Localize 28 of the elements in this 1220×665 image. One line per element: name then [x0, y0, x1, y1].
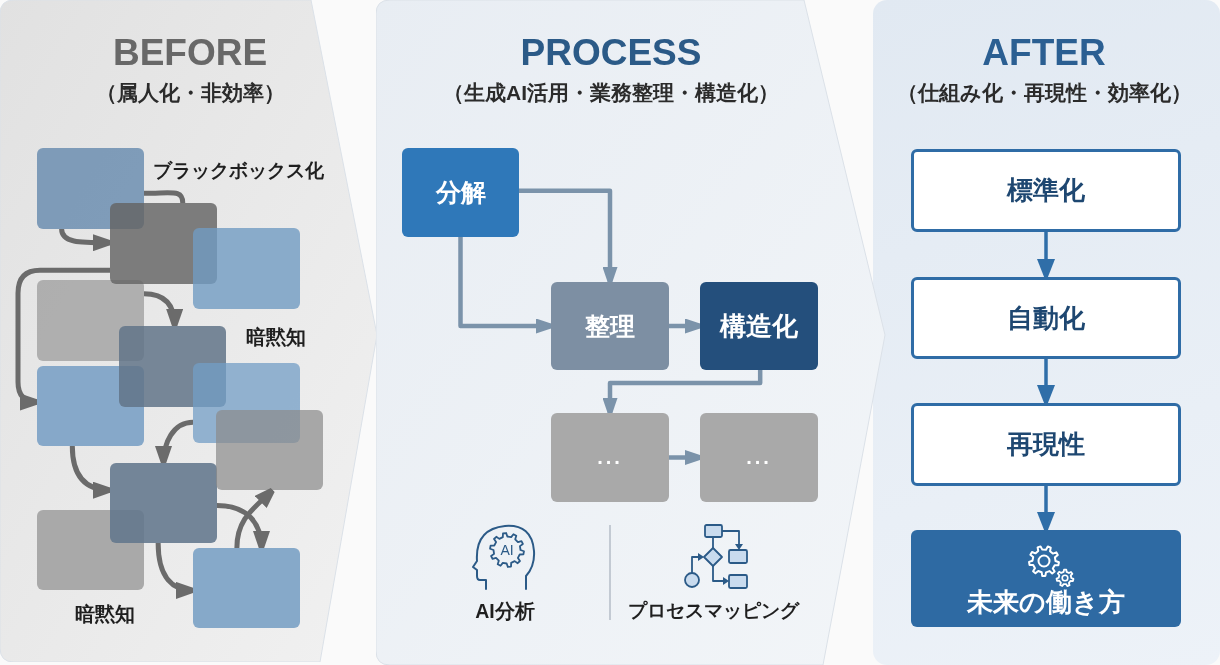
process-box: 分解 [402, 148, 519, 237]
heading: PROCESS [520, 31, 702, 75]
subheading: （生成AI活用・業務整理・構造化） [443, 80, 779, 106]
process-box: ... [551, 413, 669, 502]
node-text: 未来の働き方 [967, 588, 1125, 618]
process-box: ... [700, 413, 818, 502]
icon-caption: プロセスマッピング [627, 600, 799, 622]
curved-line [143, 190, 186, 204]
process-box: 構造化 [700, 282, 818, 370]
rectangle [110, 463, 217, 543]
process-box: 自動化 [911, 277, 1181, 359]
icon-caption: AI分析 [475, 599, 535, 623]
chevron-panel [376, 0, 888, 665]
rectangle [216, 410, 323, 490]
subheading: （仕組み化・再現性・効率化） [896, 80, 1192, 106]
heading: AFTER [982, 31, 1106, 75]
process-box: 再現性 [911, 403, 1181, 486]
annotation: ブラックボックス化 [152, 160, 324, 182]
process-box: 標準化 [911, 149, 1181, 232]
heading: BEFORE [112, 31, 268, 75]
process-box: 整理 [551, 282, 669, 370]
process-box [911, 530, 1181, 627]
annotation: 暗黙知 [246, 325, 306, 349]
rectangle [193, 548, 300, 628]
rectangle [193, 228, 300, 309]
icon-text: AI [500, 541, 514, 559]
subheading: （属人化・非効率） [95, 80, 285, 106]
panel [873, 0, 1220, 665]
